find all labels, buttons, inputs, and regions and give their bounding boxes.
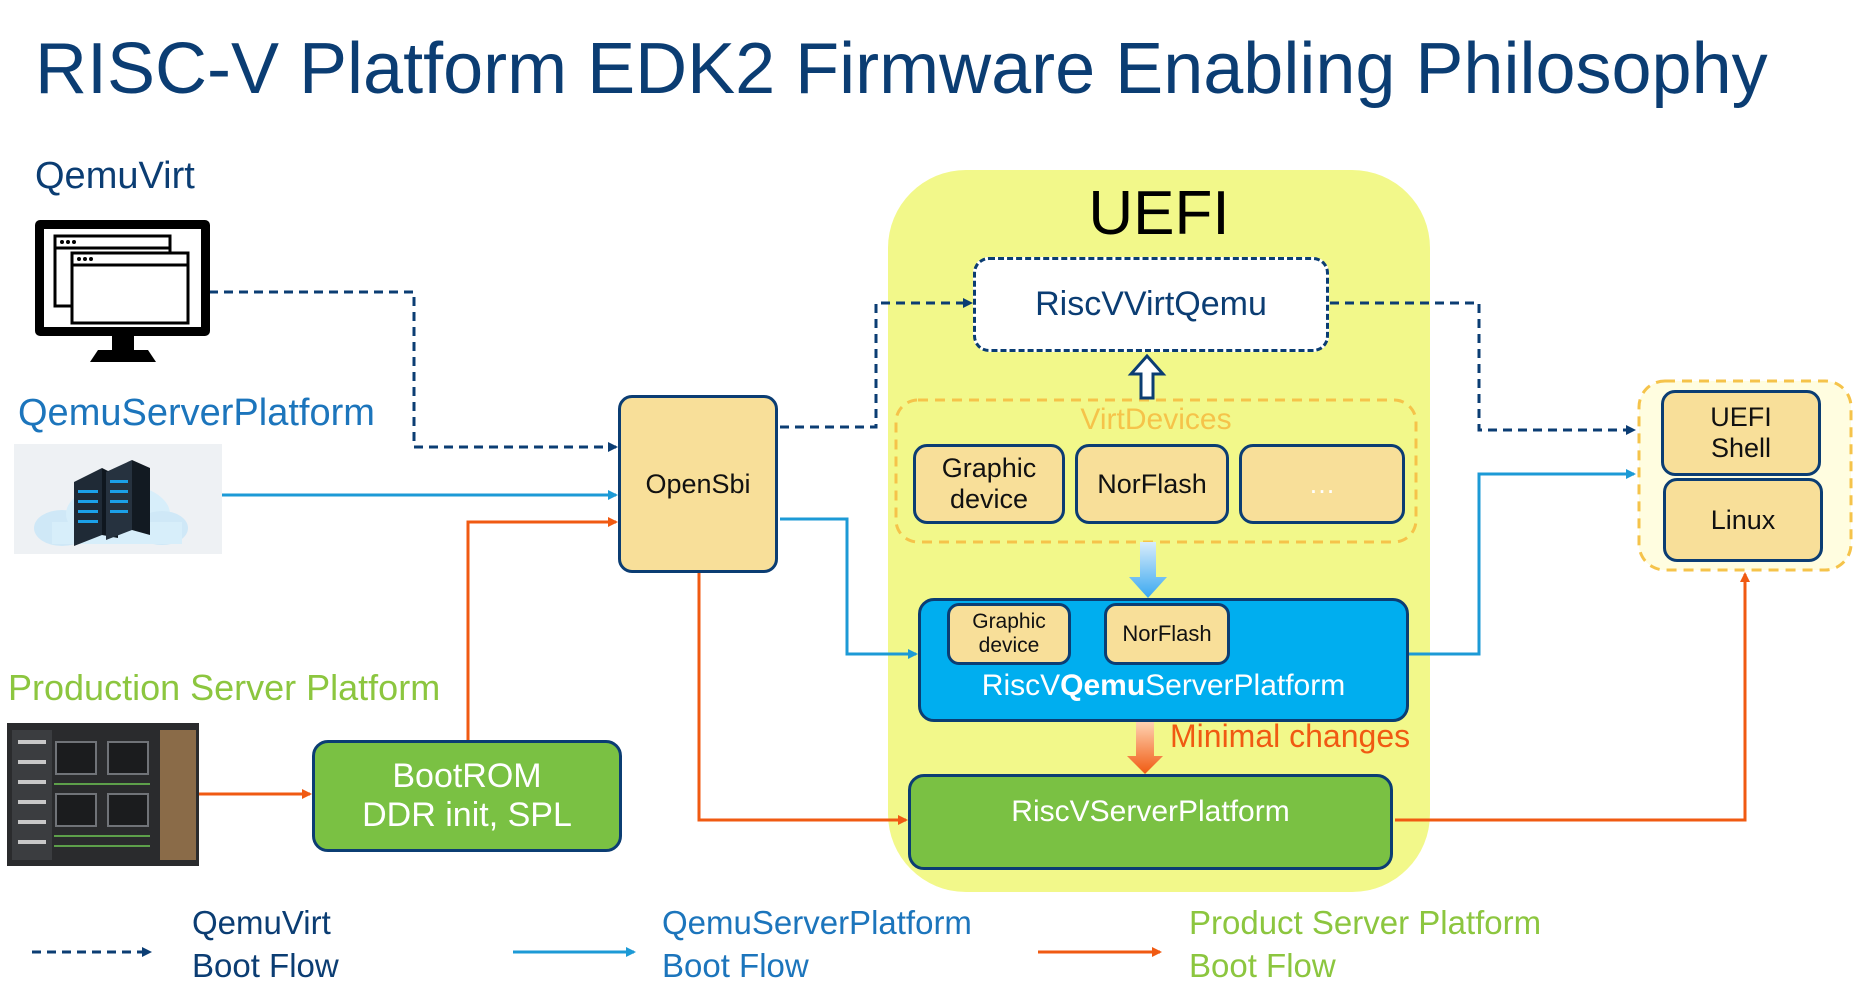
- hollow-up-arrow: [1127, 353, 1167, 400]
- virt-norflash-label: NorFlash: [1097, 468, 1207, 499]
- production-server-platform-label: Production Server Platform: [8, 667, 441, 708]
- qemuserverplatform-label: QemuServerPlatform: [18, 392, 375, 434]
- virt-more-devices-box: …: [1239, 444, 1405, 524]
- monitor-icon: [35, 220, 210, 362]
- riscvvirtqemu-box: RiscVVirtQemu: [973, 257, 1329, 352]
- qemuserver-flow-to-platform: [780, 517, 918, 659]
- qemuvirt-flow-to-riscvvirtqemu: [780, 298, 973, 429]
- bootrom-label: BootROM DDR init, SPL: [362, 756, 572, 834]
- qemuvirt-flow-to-targets: [1330, 301, 1636, 435]
- qemuserver-flow-to-targets: [1405, 469, 1636, 656]
- page-title: RISC-V Platform EDK2 Firmware Enabling P…: [35, 29, 1768, 109]
- riscvqemuserverplatform-box: Graphic device NorFlash RiscVQemuServerP…: [918, 598, 1409, 722]
- legend-qemuvirt-label: QemuVirt Boot Flow: [192, 904, 339, 984]
- qemu-norflash-label: NorFlash: [1122, 621, 1212, 646]
- riscvserverplatform-label: RiscVServerPlatform: [1011, 795, 1290, 828]
- bootrom-flow-to-opensbi: [466, 517, 618, 740]
- uefi-title: UEFI: [1088, 179, 1230, 248]
- virt-devices-label: VirtDevices: [1080, 403, 1232, 436]
- minimal-changes-label: Minimal changes: [1170, 718, 1411, 754]
- legend-qemuserver-label: QemuServerPlatform Boot Flow: [662, 904, 972, 984]
- virt-graphic-device-label: Graphic device: [941, 452, 1037, 514]
- uefi-shell-label: UEFI Shell: [1710, 401, 1772, 463]
- riscvvirtqemu-label: RiscVVirtQemu: [1035, 285, 1267, 323]
- riscvqemuserverplatform-label: RiscVQemuServerPlatform: [921, 669, 1406, 703]
- legend-production-label: Product Server Platform Boot Flow: [1189, 904, 1542, 984]
- linux-box: Linux: [1663, 478, 1823, 562]
- virt-graphic-device-box: Graphic device: [913, 444, 1065, 524]
- platform-name-prefix: RiscV: [981, 669, 1061, 702]
- qemu-graphic-device-box: Graphic device: [947, 603, 1071, 665]
- blue-down-arrow: [1129, 542, 1167, 598]
- virt-devices-group: [894, 398, 1418, 544]
- bootrom-box: BootROM DDR init, SPL: [312, 740, 622, 852]
- platform-name-suffix: ServerPlatform: [1145, 669, 1346, 702]
- uefi-shell-box: UEFI Shell: [1661, 390, 1821, 476]
- server-board-icon: [7, 723, 199, 866]
- opensbi-label: OpenSbi: [645, 468, 751, 499]
- server-cloud-icon: [14, 444, 222, 554]
- opensbi-flow-to-riscvserver: [697, 573, 908, 825]
- platform-name-bold: Qemu: [1060, 669, 1146, 702]
- orange-down-arrow: [1127, 720, 1163, 774]
- linux-label: Linux: [1710, 504, 1776, 535]
- qemu-norflash-box: NorFlash: [1104, 603, 1230, 665]
- opensbi-box: OpenSbi: [618, 395, 778, 573]
- virt-more-devices-label: …: [1308, 468, 1336, 499]
- qemuvirt-label: QemuVirt: [35, 155, 195, 197]
- qemu-graphic-device-label: Graphic device: [972, 609, 1046, 657]
- riscvserverplatform-box: RiscVServerPlatform: [908, 774, 1393, 870]
- virt-norflash-box: NorFlash: [1075, 444, 1229, 524]
- riscvserver-flow-to-linux: [1395, 572, 1750, 822]
